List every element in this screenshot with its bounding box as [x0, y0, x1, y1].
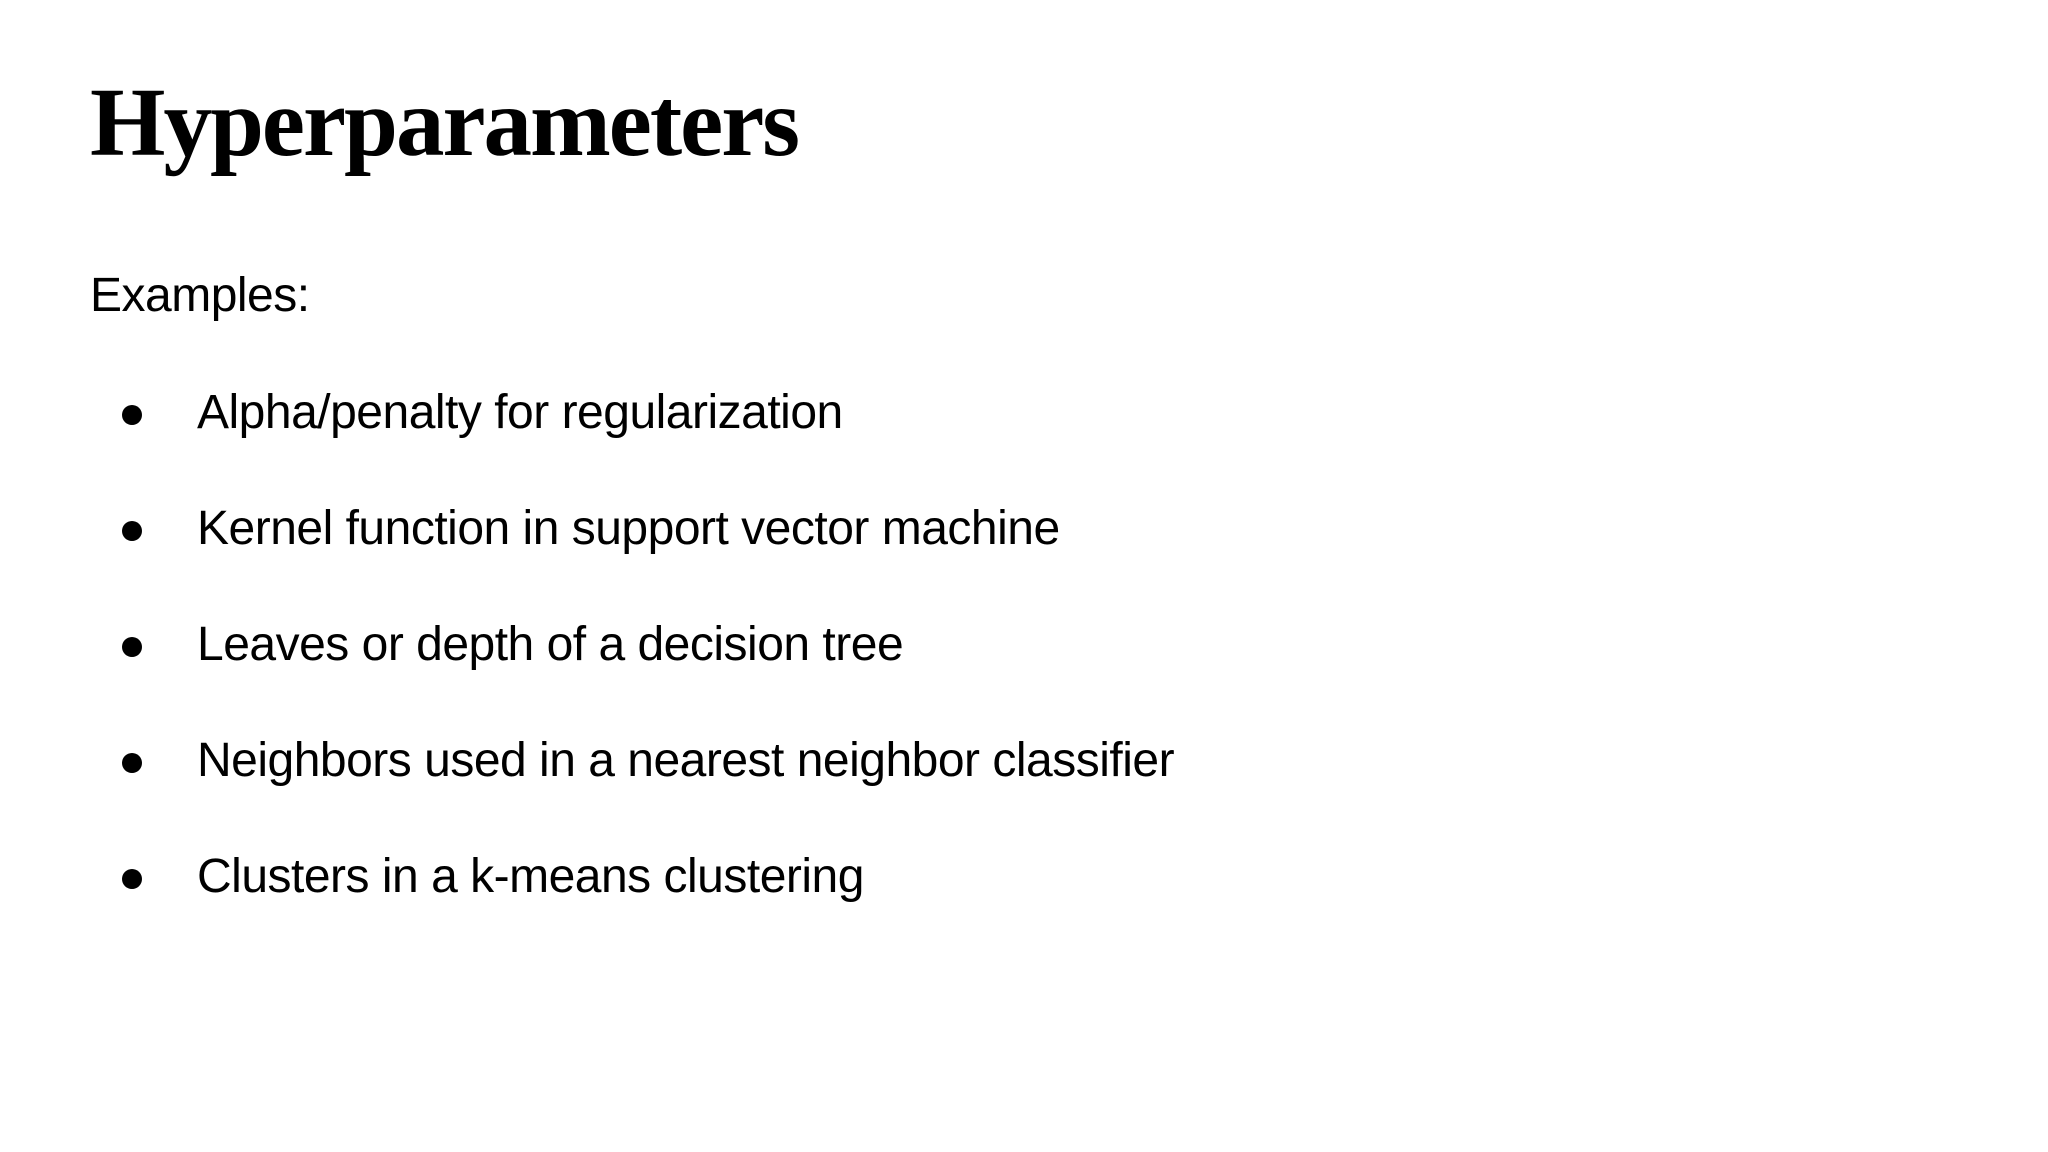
intro-label: Examples: [90, 269, 310, 322]
bullet-item-label: Neighbors used in a nearest neighbor cla… [197, 734, 1175, 787]
bullet-icon [122, 405, 142, 425]
bullet-icon [122, 869, 142, 889]
bullet-item: Neighbors used in a nearest neighbor cla… [0, 737, 2048, 785]
bullet-item: Alpha/penalty for regularization [0, 389, 2048, 437]
bullet-icon [122, 521, 142, 541]
bullet-item-label: Alpha/penalty for regularization [197, 386, 843, 439]
bullet-item: Kernel function in support vector machin… [0, 505, 2048, 553]
bullet-icon [122, 753, 142, 773]
bullet-item: Clusters in a k-means clustering [0, 853, 2048, 901]
bullet-item: Leaves or depth of a decision tree [0, 621, 2048, 669]
bullet-item-label: Kernel function in support vector machin… [197, 502, 1060, 555]
bullet-item-label: Leaves or depth of a decision tree [197, 618, 904, 671]
bullet-item-label: Clusters in a k-means clustering [197, 850, 864, 903]
bullet-icon [122, 637, 142, 657]
slide-title: Hyperparameters [90, 69, 800, 176]
